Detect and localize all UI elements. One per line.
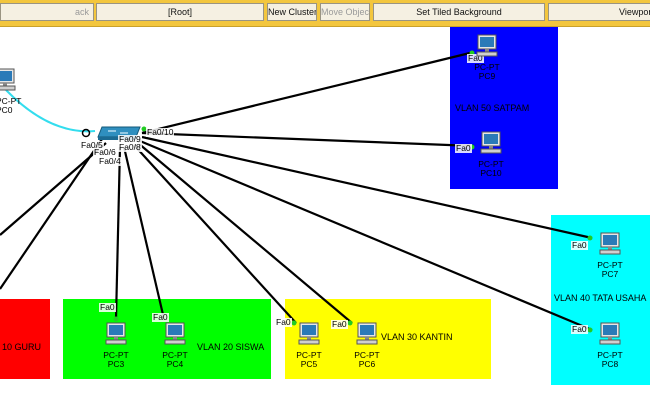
switch-port-label: Fa0/4 (98, 156, 122, 166)
link-pc3[interactable] (114, 146, 122, 320)
pc0-device[interactable] (0, 67, 18, 93)
link-pc10[interactable] (141, 131, 475, 148)
pc3-port-label: Fa0 (99, 302, 116, 312)
switch-port-label: Fa0/8 (118, 142, 142, 152)
logical-workspace-toolbar: ack [Root] New Cluster Move Object Set T… (0, 0, 650, 27)
pc7-device[interactable] (597, 231, 623, 257)
switch-port-label: Fa0/9 (118, 134, 142, 144)
vlan-30-label: VLAN 30 KANTIN (381, 332, 453, 342)
pc9-port-label: Fa0 (467, 53, 484, 63)
pc-icon (480, 131, 502, 154)
move-object-button[interactable]: Move Object (320, 3, 370, 21)
link-pc9[interactable] (141, 50, 475, 135)
vlan-50-label: VLAN 50 SATPAM (455, 103, 530, 113)
switch-port-label: Fa0/10 (146, 127, 175, 137)
pc-icon (599, 232, 621, 255)
link-pc6[interactable] (137, 142, 353, 324)
pc-icon (105, 322, 127, 345)
pc-icon (476, 34, 498, 57)
vlan-10-region (0, 299, 50, 379)
pc9-device[interactable] (474, 33, 500, 59)
pc8-device[interactable] (597, 321, 623, 347)
pc10-device[interactable] (478, 130, 504, 156)
pc6-port-label: Fa0 (331, 319, 348, 329)
vlan-20-label: VLAN 20 SISWA (197, 342, 265, 352)
pc4-device[interactable] (162, 321, 188, 347)
pc5-port-label: Fa0 (275, 317, 292, 327)
vlan-30-region (285, 299, 491, 379)
pc-icon (164, 322, 186, 345)
link-pc5[interactable] (133, 144, 297, 324)
pc0-label: PC-PTPC0 (0, 96, 22, 115)
set-tiled-background-button[interactable]: Set Tiled Background (373, 3, 545, 21)
pc10-port-label: Fa0 (455, 143, 472, 153)
pc8-port-label: Fa0 (571, 324, 588, 334)
vlan-40-label: VLAN 40 TATA USAHA (554, 293, 647, 303)
pc4-port-label: Fa0 (152, 312, 169, 322)
logical-workspace-canvas[interactable]: Fa0/10 Fa0/9 Fa0/5 Fa0/8 Fa0/6 Fa0/4 PC-… (0, 27, 650, 400)
link-pc8[interactable] (139, 139, 593, 332)
pc-icon (0, 68, 16, 91)
network-links (0, 50, 593, 333)
pc5-device[interactable] (296, 321, 322, 347)
new-cluster-button[interactable]: New Cluster (267, 3, 317, 21)
vlan-10-label: 10 GURU (2, 342, 42, 352)
link-guru-pc-b[interactable] (0, 138, 103, 290)
pc-icon (599, 322, 621, 345)
switch-port-label: Fa0/5 (80, 140, 104, 150)
root-button[interactable]: [Root] (96, 3, 264, 21)
link-pc4[interactable] (122, 146, 166, 320)
pc-icon (356, 322, 378, 345)
switch-port-label: Fa0/6 (93, 147, 117, 157)
back-button[interactable]: ack (0, 3, 94, 21)
pc7-port-label: Fa0 (571, 240, 588, 250)
pc3-device[interactable] (103, 321, 129, 347)
viewport-button[interactable]: Viewport (548, 3, 650, 21)
vlan-20-region (63, 299, 271, 379)
console-link[interactable] (5, 89, 96, 133)
link-pc7[interactable] (141, 135, 593, 240)
pc-icon (298, 322, 320, 345)
pc6-device[interactable] (354, 321, 380, 347)
